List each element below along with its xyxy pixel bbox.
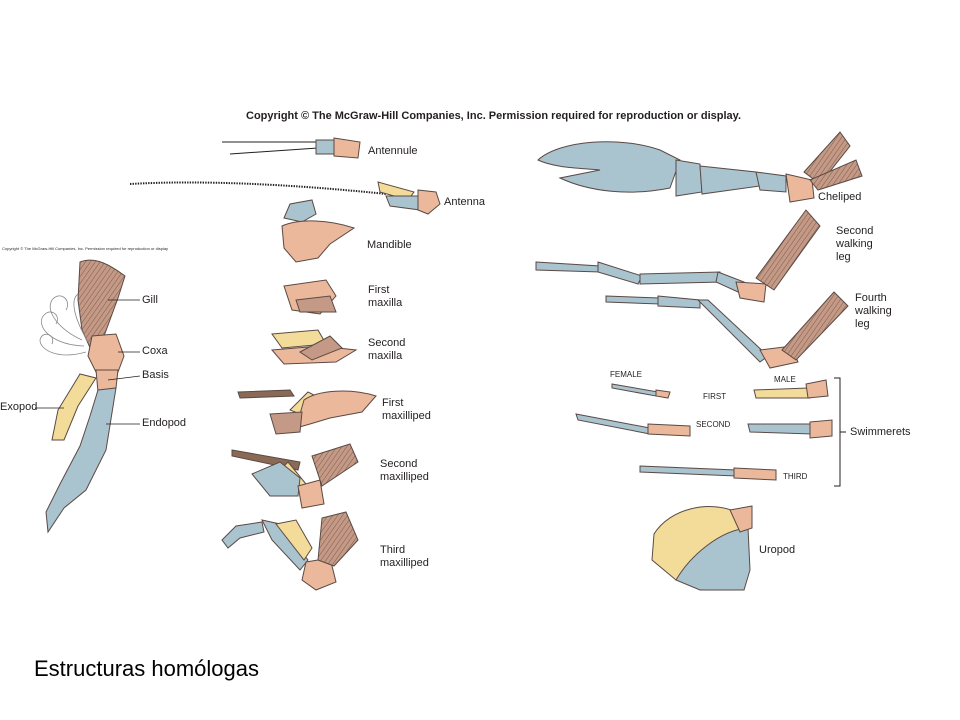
first-maxilliped-drawing (237, 389, 377, 435)
label-second-walking-leg: Second walking leg (836, 225, 874, 263)
exopod-shape (51, 373, 97, 441)
antennule-drawing (222, 137, 361, 159)
label-mandible: Mandible (367, 239, 412, 251)
slide-caption: Estructuras homólogas (34, 656, 259, 681)
coxa-shape (87, 333, 125, 373)
mandible-drawing (281, 199, 356, 263)
antenna-drawing (129, 181, 441, 215)
generalized-leg (35, 259, 141, 534)
label-second-maxilliped: Second maxilliped (380, 458, 429, 483)
label-third: THIRD (783, 472, 808, 481)
swimmerets-drawing (575, 377, 846, 487)
copyright-notice: Copyright © The McGraw-Hill Companies, I… (246, 110, 742, 122)
label-first-maxilla: First maxilla (368, 284, 403, 309)
label-fourth-walking-leg: Fourth walking leg (855, 292, 892, 330)
endopod-shape (45, 387, 117, 534)
label-female: FEMALE (610, 370, 643, 379)
label-first: FIRST (703, 392, 727, 401)
label-swimmerets: Swimmerets (850, 426, 911, 438)
label-second: SECOND (696, 420, 731, 429)
label-cheliped: Cheliped (818, 191, 862, 203)
label-uropod: Uropod (759, 544, 796, 556)
label-endopod: Endopod (142, 417, 187, 429)
label-antenna: Antenna (444, 196, 485, 208)
label-male: MALE (774, 375, 796, 384)
second-maxilliped-drawing (231, 443, 359, 509)
label-exopod: Exopod (0, 401, 38, 413)
cheliped-drawing (537, 131, 863, 203)
second-walking-leg-drawing (535, 209, 821, 303)
copyright-notice-small: Copyright © The McGraw-Hill Companies, I… (2, 246, 169, 251)
gill-shape (77, 259, 126, 353)
label-second-maxilla: Second maxilla (368, 337, 406, 362)
uropod-drawing (651, 505, 753, 591)
label-third-maxilliped: Third maxilliped (380, 544, 429, 569)
second-maxilla-drawing (270, 329, 358, 365)
label-basis: Basis (142, 369, 169, 381)
label-antennule: Antennule (368, 145, 418, 157)
fourth-walking-leg-drawing (605, 291, 849, 369)
gill-filaments (39, 293, 89, 356)
first-maxilla-drawing (283, 279, 337, 315)
leg-pointer-lines (35, 299, 141, 425)
third-maxilliped-drawing (221, 511, 359, 591)
label-first-maxilliped: First maxilliped (382, 397, 431, 422)
label-gill: Gill (142, 294, 158, 306)
label-coxa: Coxa (142, 345, 168, 357)
